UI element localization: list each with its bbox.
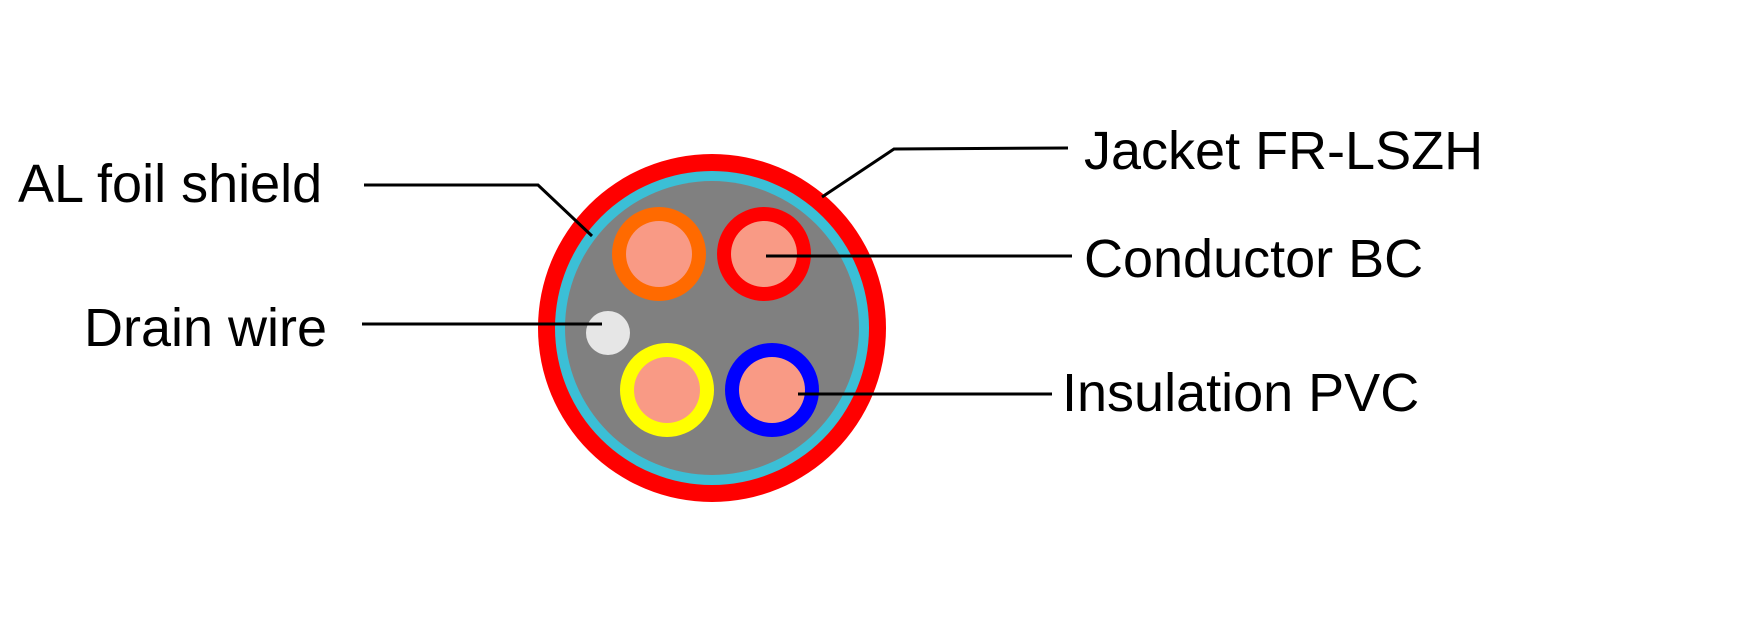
conductor-core bbox=[634, 357, 700, 423]
label-drain-wire: Drain wire bbox=[84, 298, 327, 358]
conductor-orange bbox=[612, 207, 706, 301]
conductor-blue bbox=[725, 343, 819, 437]
conductor-red bbox=[717, 207, 811, 301]
conductor-core bbox=[731, 221, 797, 287]
label-insulation: Insulation PVC bbox=[1062, 363, 1419, 423]
leader-al-foil-shield bbox=[364, 183, 594, 238]
leader-lines bbox=[362, 146, 1072, 396]
conductor-core bbox=[739, 357, 805, 423]
label-conductor: Conductor BC bbox=[1084, 229, 1423, 289]
labels: AL foil shield Drain wire Jacket FR-LSZH… bbox=[18, 121, 1483, 423]
leader-jacket bbox=[821, 146, 1069, 199]
label-jacket: Jacket FR-LSZH bbox=[1084, 121, 1483, 181]
cable-cross-section bbox=[538, 154, 886, 502]
conductor-core bbox=[626, 221, 692, 287]
label-al-foil-shield: AL foil shield bbox=[18, 154, 322, 214]
drain-wire bbox=[586, 311, 630, 355]
conductor-yellow bbox=[620, 343, 714, 437]
